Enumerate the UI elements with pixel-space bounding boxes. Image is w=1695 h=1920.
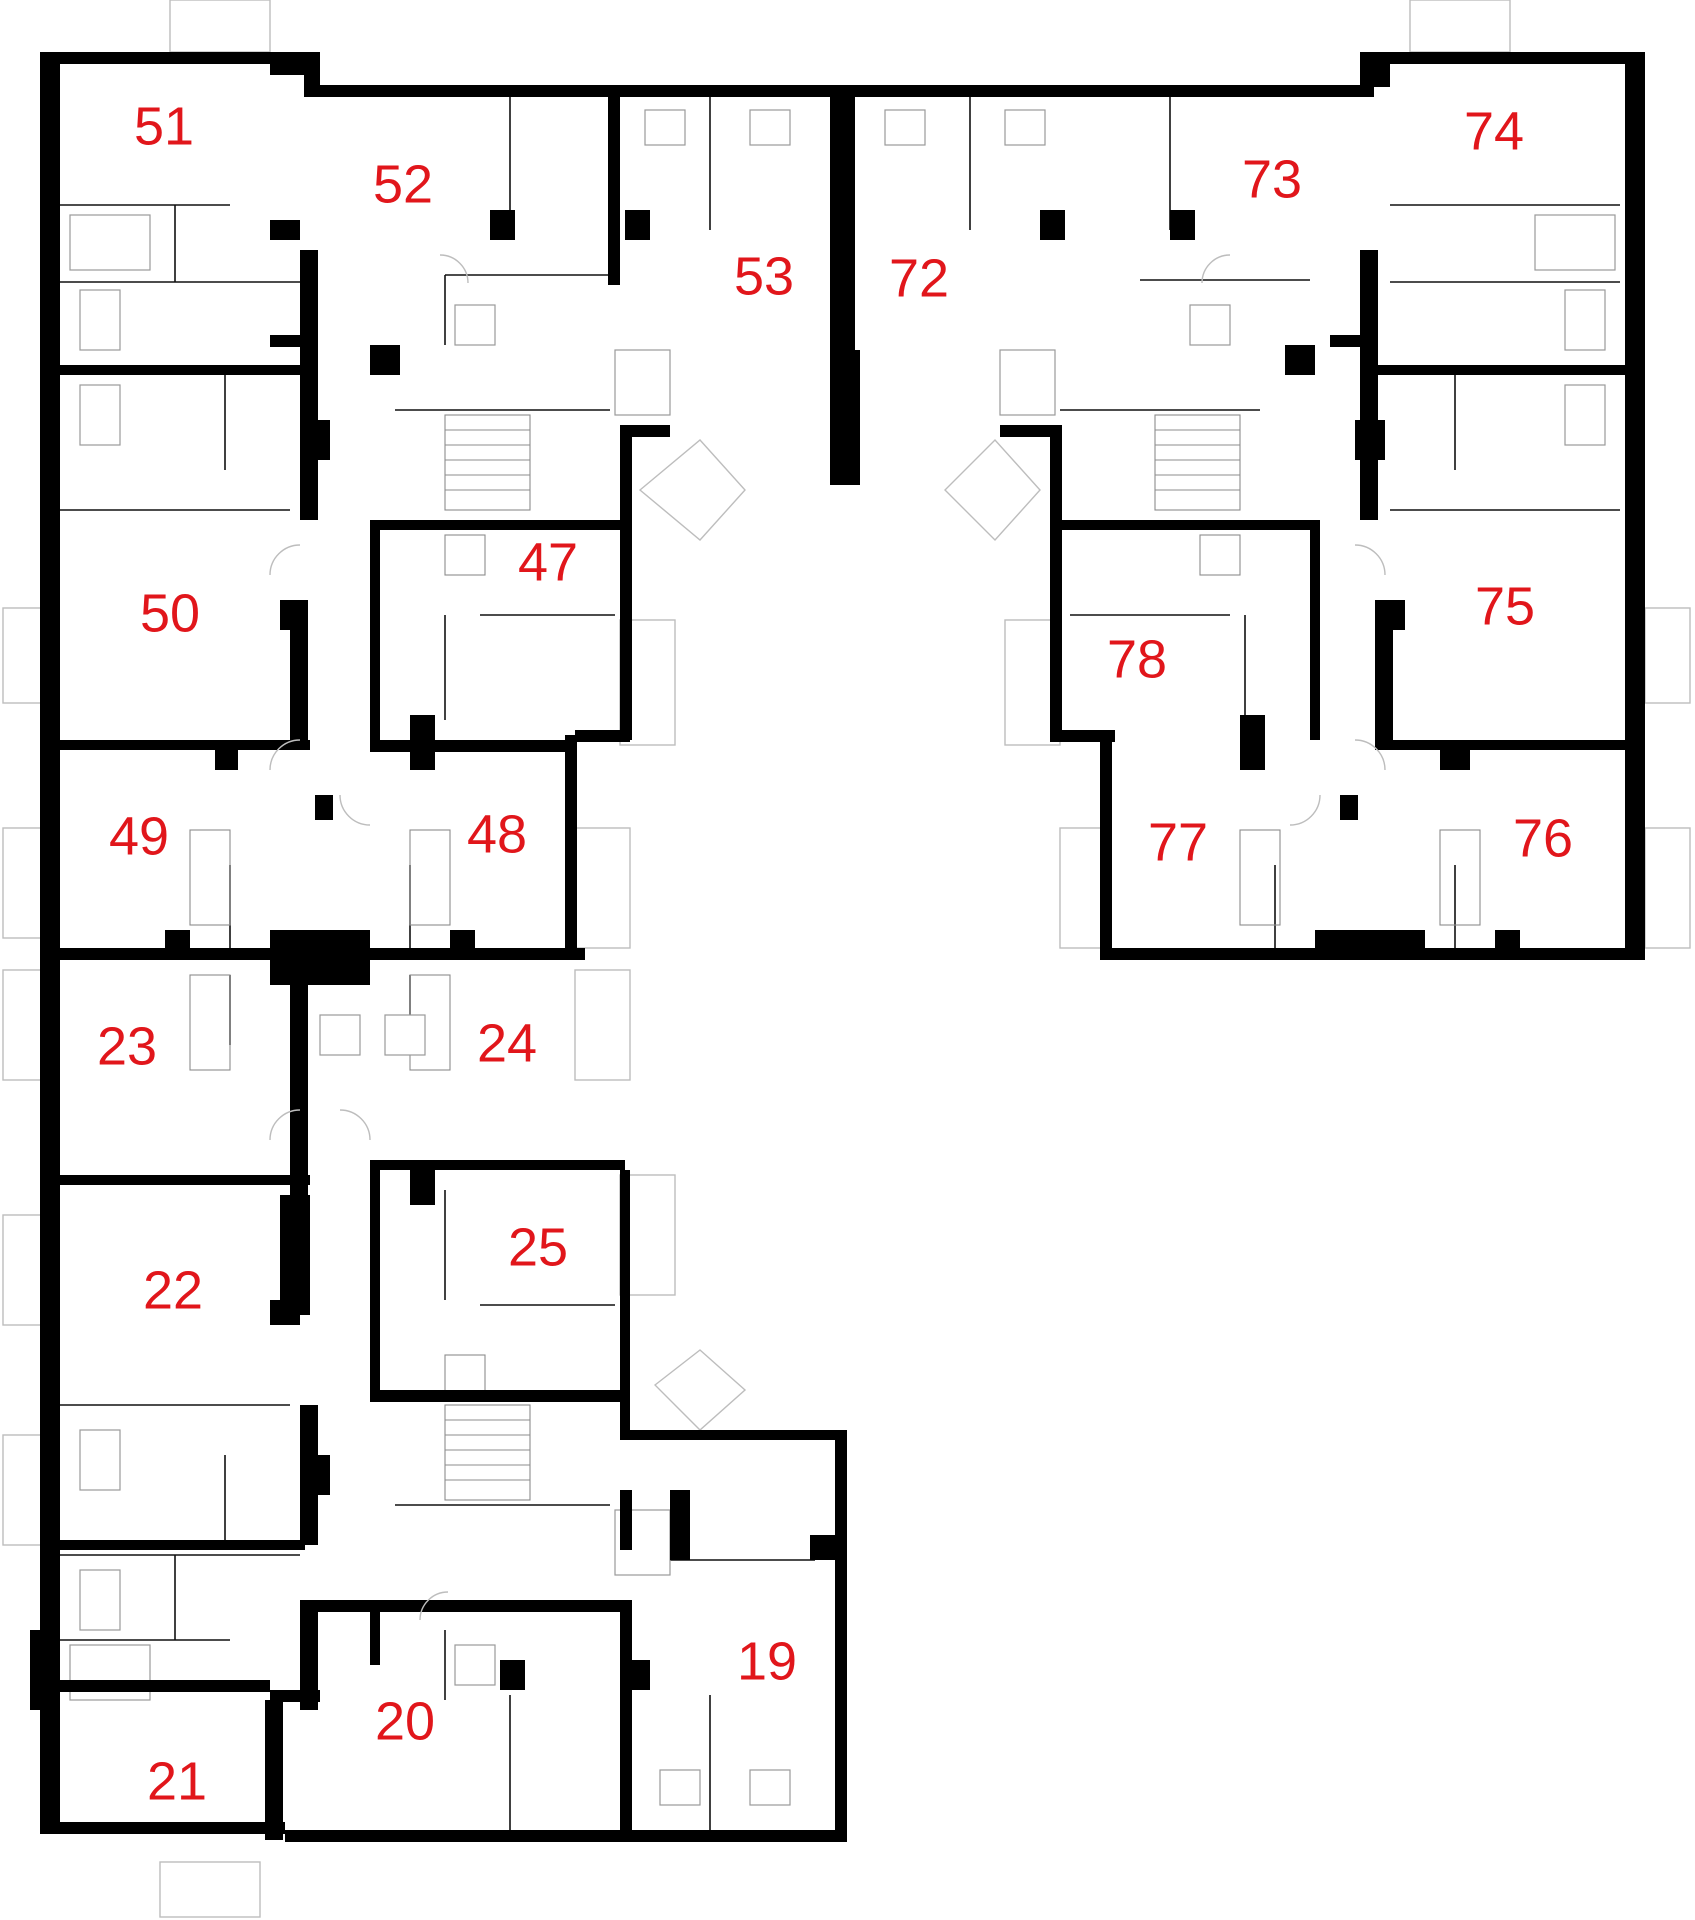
apartment-label-24: 24 — [477, 1013, 537, 1073]
apartment-label-75: 75 — [1475, 576, 1535, 636]
apartment-label-20: 20 — [375, 1691, 435, 1751]
apartment-label-48: 48 — [467, 804, 527, 864]
apartment-label-21: 21 — [147, 1751, 207, 1811]
walls — [30, 52, 1645, 1842]
apartment-labels: 51 52 53 72 73 74 50 47 78 75 49 48 77 7… — [97, 96, 1573, 1811]
stairs — [189, 414, 1481, 1501]
apartment-label-78: 78 — [1107, 629, 1167, 689]
apartment-label-72: 72 — [889, 248, 949, 308]
apartment-label-51: 51 — [134, 96, 194, 156]
apartment-label-77: 77 — [1148, 812, 1208, 872]
door-swings — [269, 254, 1386, 1621]
fixtures — [69, 109, 1616, 1806]
apartment-label-49: 49 — [109, 806, 169, 866]
apartment-label-25: 25 — [508, 1217, 568, 1277]
apartment-label-53: 53 — [734, 246, 794, 306]
apartment-label-23: 23 — [97, 1016, 157, 1076]
apartment-label-52: 52 — [373, 154, 433, 214]
apartment-label-74: 74 — [1464, 101, 1524, 161]
apartment-label-73: 73 — [1242, 149, 1302, 209]
apartment-label-50: 50 — [140, 583, 200, 643]
apartment-label-19: 19 — [737, 1631, 797, 1691]
apartment-label-22: 22 — [143, 1260, 203, 1320]
apartment-label-76: 76 — [1513, 808, 1573, 868]
apartment-label-47: 47 — [518, 532, 578, 592]
